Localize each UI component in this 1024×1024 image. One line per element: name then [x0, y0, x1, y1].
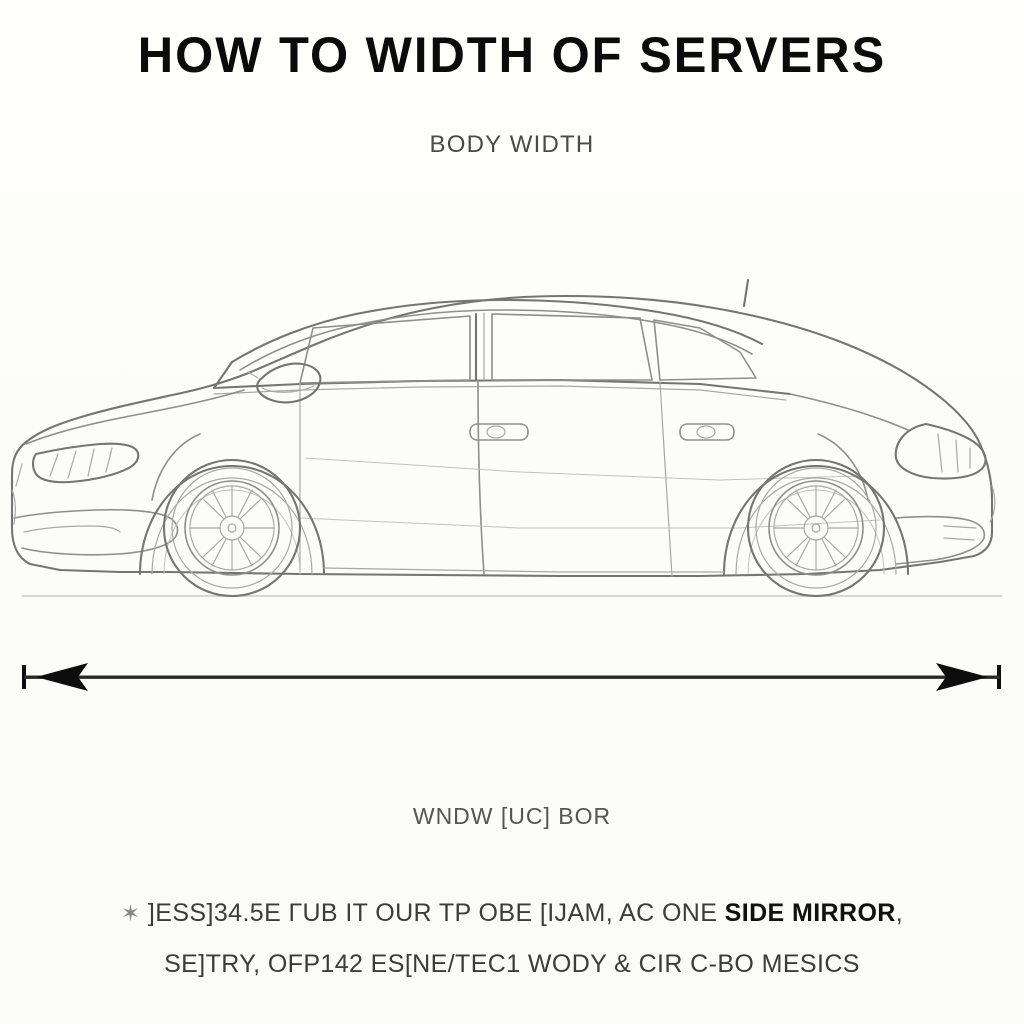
page-subtitle: BODY WIDTH [429, 131, 595, 158]
footnote-line-1-bold: SIDE MIRROR [724, 899, 896, 927]
door-handles [469, 423, 735, 441]
car-illustration: .ln { fill:none; stroke:#757575; stroke-… [0, 228, 1024, 628]
page-title: HOW TO WIDTH OF SERVERS [137, 27, 887, 83]
footnote-line-1-part-b: , [895, 899, 904, 927]
body-outline [10, 294, 994, 578]
body-width-dimension-arrow [0, 648, 1024, 708]
footnote-line-2: SE]TRY, OFP142 ES[NE/TEC1 WODY & CIR C-B… [164, 950, 860, 978]
side-mirror [247, 362, 322, 404]
sedan-side-view-svg: .ln { fill:none; stroke:#757575; stroke-… [10, 278, 1002, 598]
headlight [31, 442, 140, 484]
footnote-line-1: ✶ ]ESS]34.5E ГUB IT OUR TP OBE [IJAM, AC… [0, 899, 1024, 928]
door-shutlines [299, 379, 881, 577]
arrowhead-right-icon [936, 663, 988, 691]
arrowhead-left-icon [36, 663, 88, 691]
rear-end [789, 393, 996, 565]
greenhouse [212, 278, 792, 401]
dimension-arrow-svg [22, 663, 1001, 691]
rear-wheel [722, 458, 910, 598]
dimension-caption: WNDW [UC] BOR [412, 803, 612, 829]
front-wheel [138, 458, 326, 598]
rocker-trim [323, 567, 725, 573]
dimension-line [24, 675, 1000, 679]
taillight [894, 422, 987, 480]
snowflake-icon: ✶ [120, 900, 141, 926]
footnote-line-1-part-a: ]ESS]34.5E ГUB IT OUR TP OBE [IJAM, AC O… [147, 899, 725, 927]
